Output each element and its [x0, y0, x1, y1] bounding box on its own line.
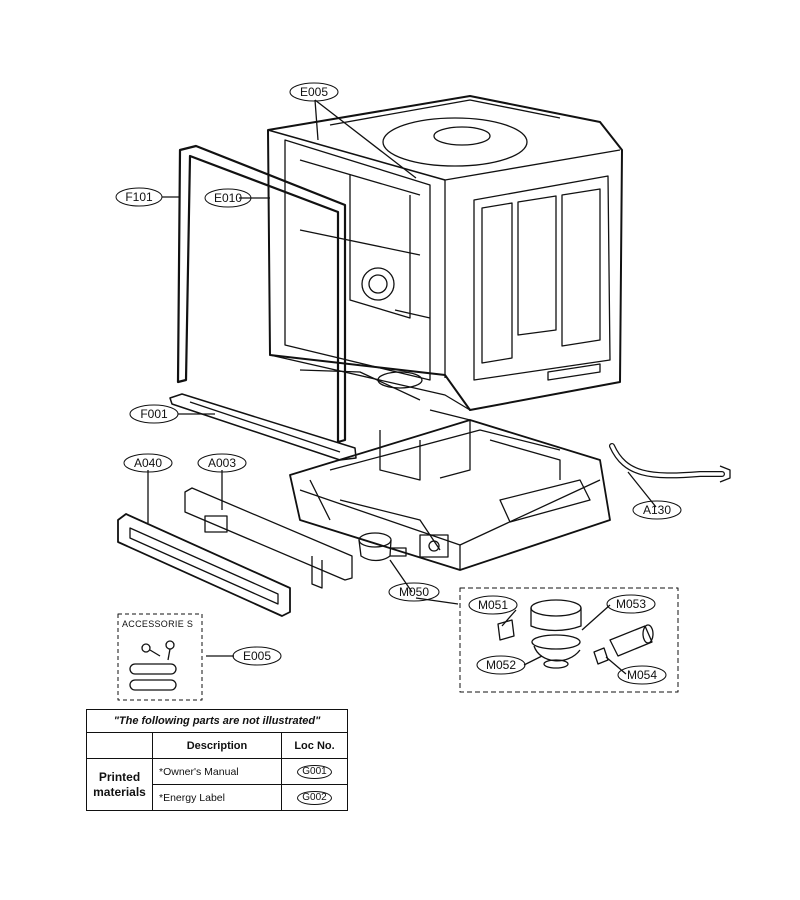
column-description: Description [152, 732, 282, 759]
door-gasket [176, 144, 347, 444]
not-illustrated-parts-table: "The following parts are not illustrated… [85, 709, 349, 811]
callout-oval-m052 [476, 655, 526, 675]
callout-m052: M052 [486, 658, 516, 672]
accessories-title: ACCESSORIE S [122, 619, 193, 629]
callout-m053: M053 [616, 597, 646, 611]
accessory-screws [129, 640, 177, 691]
callout-oval-m053 [606, 594, 656, 614]
column-loc-no: Loc No. [280, 732, 349, 759]
table-row: *Energy Label G002 [87, 784, 349, 811]
table-corner-cell [86, 732, 153, 759]
callout-oval-m051 [468, 595, 518, 615]
row-description: *Owner's Manual [152, 758, 282, 785]
drain-hose [609, 443, 725, 479]
category-printed-materials: Printed materials [86, 758, 153, 811]
callout-f001: F001 [140, 407, 168, 421]
loc-badge: G002 [297, 790, 332, 805]
callout-oval-m050 [388, 582, 440, 602]
callout-m051: M051 [478, 598, 508, 612]
accessories-box [117, 613, 203, 701]
kick-bracket [184, 487, 353, 589]
callout-a130: A130 [643, 503, 671, 517]
loc-badge: G001 [297, 764, 332, 779]
callout-oval-a130 [632, 500, 682, 520]
callout-oval-f101 [115, 187, 163, 207]
callout-e005-top: E005 [300, 85, 328, 99]
callout-oval-a040 [123, 453, 173, 473]
pump-subassembly-box [459, 587, 679, 693]
row-description: *Energy Label [152, 784, 282, 811]
callout-oval-e005-acc [232, 646, 282, 666]
callout-oval-a003 [197, 453, 247, 473]
callout-m054: M054 [627, 668, 657, 682]
callout-oval-f001 [129, 404, 179, 424]
kick-plate [117, 513, 291, 617]
drain-pump [358, 532, 407, 562]
callout-m050: M050 [399, 585, 429, 599]
callout-f101: F101 [125, 190, 153, 204]
callout-e005-acc: E005 [243, 649, 271, 663]
callout-oval-e010 [204, 188, 252, 208]
callout-a003: A003 [208, 456, 236, 470]
callout-oval-e005-top [289, 82, 339, 102]
tub-assembly [267, 95, 623, 411]
base-assembly [289, 409, 611, 571]
row-loc: G001 [280, 758, 349, 785]
leader-lines [147, 99, 657, 675]
callout-oval-m054 [617, 665, 667, 685]
lower-gasket-strip [169, 393, 357, 461]
pump-subassembly-parts [497, 599, 654, 669]
table-row: Printed materials *Owner's Manual G001 [86, 758, 349, 811]
table-header: "The following parts are not illustrated… [85, 709, 349, 733]
callout-e010: E010 [214, 191, 242, 205]
callout-a040: A040 [134, 456, 162, 470]
row-loc: G002 [280, 784, 349, 811]
